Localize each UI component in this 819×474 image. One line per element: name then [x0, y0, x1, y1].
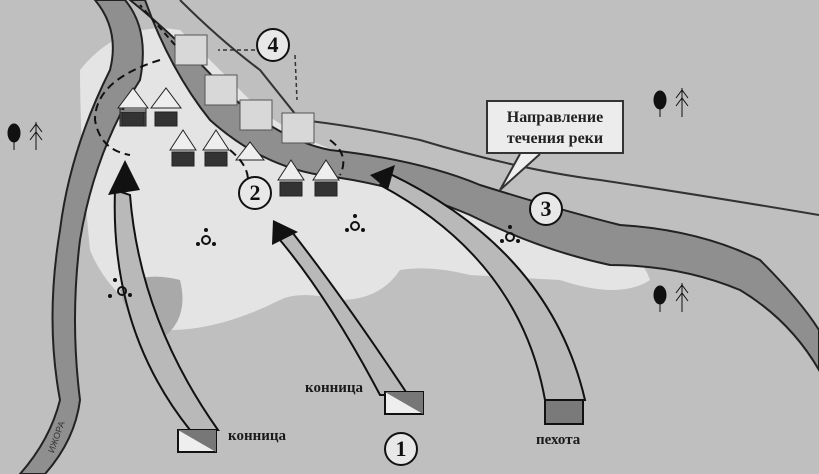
attack-arrow-infantry — [370, 165, 587, 401]
dashed-retreat-arrow — [139, 4, 176, 46]
forest-icon — [7, 88, 689, 312]
legend-cavalry-center-swatch — [384, 391, 424, 415]
legend-cavalry-left-swatch — [177, 429, 217, 453]
village-symbols — [108, 214, 520, 298]
attack-arrow-center-cavalry — [272, 220, 410, 396]
legend-cavalry-center-label: конница — [305, 380, 364, 396]
marker-4: 4 — [256, 28, 290, 62]
river-flow-callout: Направление течения реки — [486, 100, 624, 154]
ship-movement-arrows — [218, 49, 298, 101]
legend-infantry-label: пехота — [536, 432, 581, 448]
legend-infantry-swatch — [544, 399, 584, 425]
neva-upper-channel — [179, 0, 819, 216]
callout-line-2: течения реки — [506, 130, 604, 147]
marker-3: 3 — [529, 192, 563, 226]
callout-line-1: Направление — [506, 109, 604, 126]
swedish-camp-tents — [117, 87, 340, 197]
attack-arrow-left-cavalry — [108, 160, 220, 431]
callout-pointer — [499, 153, 541, 191]
swedish-ships — [174, 34, 315, 144]
legend-cavalry-left-label: конница — [228, 428, 287, 444]
marker-1: 1 — [384, 432, 418, 466]
marker-2: 2 — [238, 176, 272, 210]
izhora-river — [18, 0, 144, 474]
